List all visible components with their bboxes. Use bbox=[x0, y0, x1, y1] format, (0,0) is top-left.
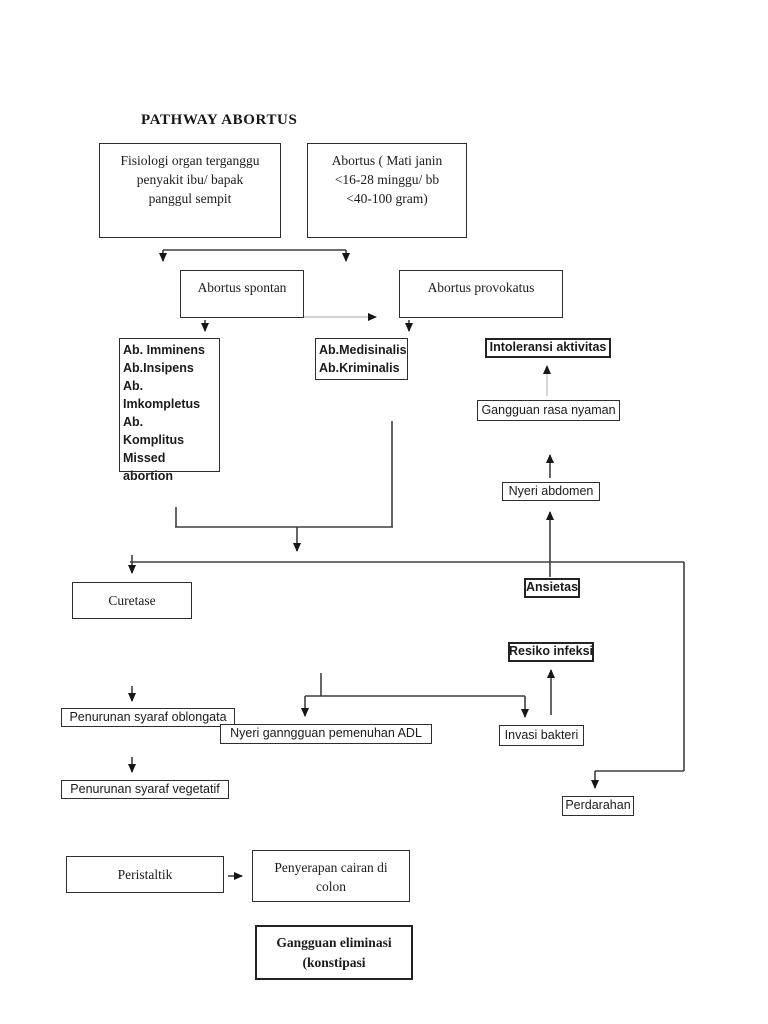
node-curetase: Curetase bbox=[72, 582, 192, 619]
node-abortus-provokatus-types: Ab.Medisinalis Ab.Kriminalis bbox=[315, 338, 408, 380]
node-abortus-spontan: Abortus spontan bbox=[180, 270, 304, 318]
node-nyeri-gangguan-adl: Nyeri ganngguan pemenuhan ADL bbox=[220, 724, 432, 744]
node-penurunan-syaraf-oblongata: Penurunan syaraf oblongata bbox=[61, 708, 235, 727]
node-fisiologi: Fisiologi organ terganggu penyakit ibu/ … bbox=[99, 143, 281, 238]
node-gangguan-rasa-nyaman: Gangguan rasa nyaman bbox=[477, 400, 620, 421]
node-penurunan-syaraf-vegetatif: Penurunan syaraf vegetatif bbox=[61, 780, 229, 799]
node-ansietas: Ansietas bbox=[524, 578, 580, 598]
node-abortus-definition: Abortus ( Mati janin <16-28 minggu/ bb <… bbox=[307, 143, 467, 238]
node-peristaltik: Peristaltik bbox=[66, 856, 224, 893]
page-title: PATHWAY ABORTUS bbox=[141, 112, 298, 128]
node-abortus-spontan-types: Ab. Imminens Ab.Insipens Ab. Imkompletus… bbox=[119, 338, 220, 483]
node-gangguan-eliminasi: Gangguan eliminasi (konstipasi bbox=[255, 925, 413, 980]
node-intoleransi-aktivitas: Intoleransi aktivitas bbox=[485, 338, 611, 358]
node-perdarahan: Perdarahan bbox=[562, 796, 634, 816]
node-invasi-bakteri: Invasi bakteri bbox=[499, 725, 584, 746]
node-abortus-provokatus: Abortus provokatus bbox=[399, 270, 563, 318]
node-penyerapan-cairan: Penyerapan cairan di colon bbox=[252, 850, 410, 902]
node-nyeri-abdomen: Nyeri abdomen bbox=[502, 482, 600, 501]
node-resiko-infeksi: Resiko infeksi bbox=[508, 642, 594, 662]
